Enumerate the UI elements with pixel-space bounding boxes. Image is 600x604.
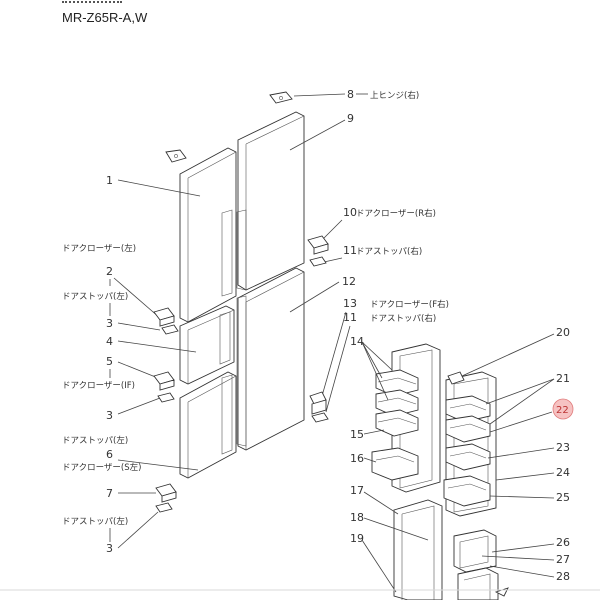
door-stopper-right-part-2[interactable] <box>311 412 329 423</box>
callout-27: 27 <box>556 553 570 566</box>
label-door-closer-r-right: ドアクローザー(R右) <box>356 208 436 219</box>
callout-3b: 3 <box>106 409 113 422</box>
door-stopper-right-part[interactable] <box>309 256 327 267</box>
door-closer-if-part[interactable] <box>153 371 175 391</box>
callout-18: 18 <box>350 511 364 524</box>
callout-7: 7 <box>106 487 113 500</box>
door-closer-f-right-part[interactable] <box>309 391 327 415</box>
callout-19: 19 <box>350 532 364 545</box>
callout-26: 26 <box>556 536 570 549</box>
door-closer-r-right-part[interactable] <box>307 235 329 255</box>
label-door-stopper-left-1: ドアストッパ(左) <box>62 291 128 302</box>
callout-1: 1 <box>106 174 113 187</box>
callout-24: 24 <box>556 466 570 479</box>
callout-21: 21 <box>556 372 570 385</box>
bottom-case[interactable] <box>453 529 499 601</box>
highlight-marker-22[interactable] <box>552 398 574 420</box>
bottom-drawer-frame[interactable] <box>393 499 443 601</box>
door-stopper-left-part-3[interactable] <box>155 502 173 513</box>
upper-right-door[interactable] <box>236 111 305 291</box>
label-door-closer-if: ドアクローザー(IF) <box>62 381 135 391</box>
door-stopper-left-part-1[interactable] <box>161 324 179 335</box>
callout-6: 6 <box>106 448 113 461</box>
door-pocket-upper[interactable] <box>375 369 419 437</box>
door-closer-s-left-part[interactable] <box>155 483 177 503</box>
cropped-header-line <box>62 1 122 8</box>
door-closer-left-part[interactable] <box>153 307 175 327</box>
label-door-closer-f-right: ドアクローザー(F右) <box>370 299 449 310</box>
callout-8: 8 <box>347 88 354 101</box>
callout-15: 15 <box>350 428 364 441</box>
callout-23: 23 <box>556 441 570 454</box>
label-door-closer-s-left: ドアクローザー(S左) <box>62 462 141 473</box>
door-stopper-left-part-2[interactable] <box>157 392 175 403</box>
label-upper-hinge-right: 上ヒンジ(右) <box>370 90 419 101</box>
callout-25: 25 <box>556 491 570 504</box>
middle-left-door[interactable] <box>179 305 235 385</box>
callout-13: 13 <box>343 297 357 310</box>
callout-9: 9 <box>347 112 354 125</box>
label-door-stopper-left-3: ドアストッパ(左) <box>62 516 128 527</box>
model-number: MR-Z65R-A,W <box>62 10 148 25</box>
callout-12: 12 <box>342 275 356 288</box>
callout-5: 5 <box>106 355 113 368</box>
label-door-stopper-left-2: ドアストッパ(左) <box>62 435 128 446</box>
callout-20: 20 <box>556 326 570 339</box>
lower-right-door[interactable] <box>236 267 305 451</box>
callout-3a: 3 <box>106 317 113 330</box>
lower-left-door[interactable] <box>179 371 237 479</box>
door-pocket-lower[interactable] <box>371 447 419 481</box>
label-door-stopper-right: ドアストッパ(右) <box>356 246 422 257</box>
callout-17: 17 <box>350 484 364 497</box>
callout-22: 22 <box>556 405 569 416</box>
label-door-closer-left: ドアクローザー(左) <box>62 243 136 254</box>
callout-28: 28 <box>556 570 570 583</box>
door-gasket-part[interactable] <box>447 371 465 385</box>
callout-10: 10 <box>343 206 357 219</box>
callout-2: 2 <box>106 265 113 278</box>
callout-4: 4 <box>106 335 113 348</box>
upper-left-hinge[interactable] <box>165 149 187 163</box>
label-door-stopper-right-2: ドアストッパ(右) <box>370 313 436 324</box>
callout-11a: 11 <box>343 244 357 257</box>
callout-3c: 3 <box>106 542 113 555</box>
callout-11b: 11 <box>343 311 357 324</box>
door-pocket-right-upper[interactable] <box>445 395 491 443</box>
upper-hinge-right[interactable] <box>269 91 346 104</box>
door-pocket-right-middle[interactable] <box>445 443 491 471</box>
callout-14: 14 <box>350 335 364 348</box>
door-pocket-right-lower[interactable] <box>443 475 491 507</box>
upper-left-door[interactable] <box>179 147 237 323</box>
callout-16: 16 <box>350 452 364 465</box>
